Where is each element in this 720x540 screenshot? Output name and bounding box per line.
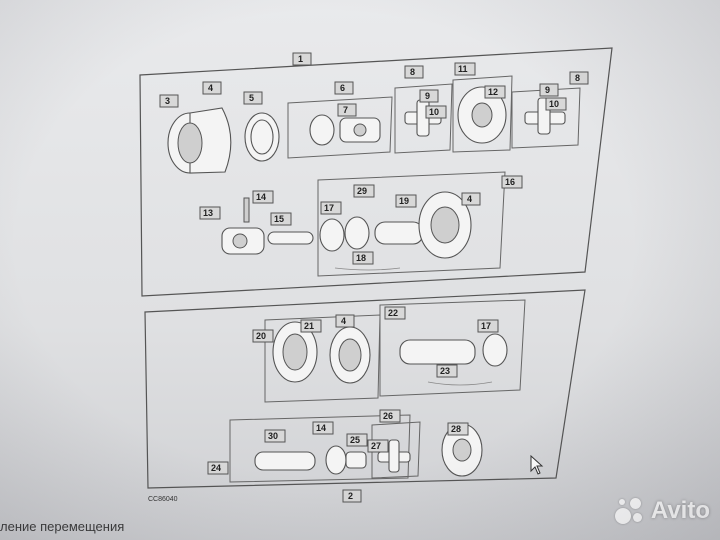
part-ring-20 (272, 321, 318, 383)
part-shield-4b (329, 326, 371, 384)
callout-5: 5 (249, 93, 254, 103)
callout-9b: 9 (545, 85, 550, 95)
callout-30: 30 (268, 431, 278, 441)
callout-17b: 17 (481, 321, 491, 331)
bottom-assembly-frame (144, 289, 586, 489)
callout-24: 24 (211, 463, 221, 473)
callout-22: 22 (388, 308, 398, 318)
subframe-24 (229, 414, 411, 483)
part-cross-10b (524, 97, 566, 135)
subframe-26 (371, 421, 421, 479)
part-tube-17b (399, 333, 508, 367)
callout-4: 4 (208, 83, 213, 93)
callout-26: 26 (383, 411, 393, 421)
callout-8: 8 (410, 67, 415, 77)
callout-6: 6 (340, 83, 345, 93)
callout-9: 9 (425, 91, 430, 101)
callout-11: 11 (458, 64, 468, 74)
callout-12: 12 (488, 87, 498, 97)
part-tube-17 (319, 216, 424, 252)
callout-19: 19 (399, 196, 409, 206)
callout-group-bottom: 20 21 4 22 17 23 24 30 14 25 27 26 28 2 (207, 306, 499, 503)
callout-1: 1 (298, 54, 303, 64)
callout-17: 17 (324, 203, 334, 213)
callout-4b: 4 (467, 194, 472, 204)
part-yoke-25 (325, 445, 367, 475)
callout-7: 7 (343, 105, 348, 115)
callout-4c: 4 (341, 316, 346, 326)
callout-29: 29 (357, 186, 367, 196)
part-pin-15 (267, 231, 314, 245)
avito-watermark: Avito (614, 496, 710, 526)
subframe-11 (452, 75, 513, 153)
callout-23: 23 (440, 366, 450, 376)
drawing-code: CC86040 (148, 496, 178, 503)
callout-8b: 8 (575, 73, 580, 83)
part-yoke-7 (309, 114, 381, 146)
part-clutch-28 (441, 423, 483, 477)
part-clutch-12 (457, 86, 507, 144)
part-bearing-ring-5 (244, 112, 280, 162)
callout-20: 20 (256, 331, 266, 341)
subframe-16 (317, 171, 506, 277)
callout-14b: 14 (316, 423, 326, 433)
callout-3: 3 (165, 96, 170, 106)
callout-10: 10 (429, 107, 439, 117)
callout-14: 14 (256, 192, 266, 202)
callout-2: 2 (348, 491, 353, 501)
part-cross-27 (377, 439, 411, 473)
chain-23 (427, 381, 493, 386)
subframe-22 (379, 299, 526, 397)
subframe-6 (287, 96, 393, 159)
top-assembly-frame (139, 47, 613, 297)
avito-brand-text: Avito (650, 497, 710, 524)
subframe-8 (394, 83, 453, 154)
callout-10b: 10 (549, 99, 559, 109)
callout-15: 15 (274, 214, 284, 224)
callout-13: 13 (203, 208, 213, 218)
part-tube-30 (254, 451, 316, 471)
callout-18: 18 (356, 253, 366, 263)
avito-logo-icon (614, 496, 645, 526)
callout-16: 16 (505, 177, 515, 187)
part-shield-4 (418, 191, 472, 259)
part-shield-3 (167, 107, 232, 174)
status-bar-text: ление перемещения (0, 519, 125, 534)
callout-group-top: 1 3 4 5 6 7 8 9 10 11 12 9 10 8 13 14 15… (159, 52, 589, 265)
callout-28: 28 (451, 424, 461, 434)
mouse-pointer-icon (530, 454, 544, 480)
part-yoke-13 (221, 197, 265, 255)
chain-18 (334, 267, 401, 271)
callout-27: 27 (371, 441, 381, 451)
callout-21: 21 (304, 321, 314, 331)
part-cross-10 (404, 99, 442, 137)
callout-25: 25 (350, 435, 360, 445)
